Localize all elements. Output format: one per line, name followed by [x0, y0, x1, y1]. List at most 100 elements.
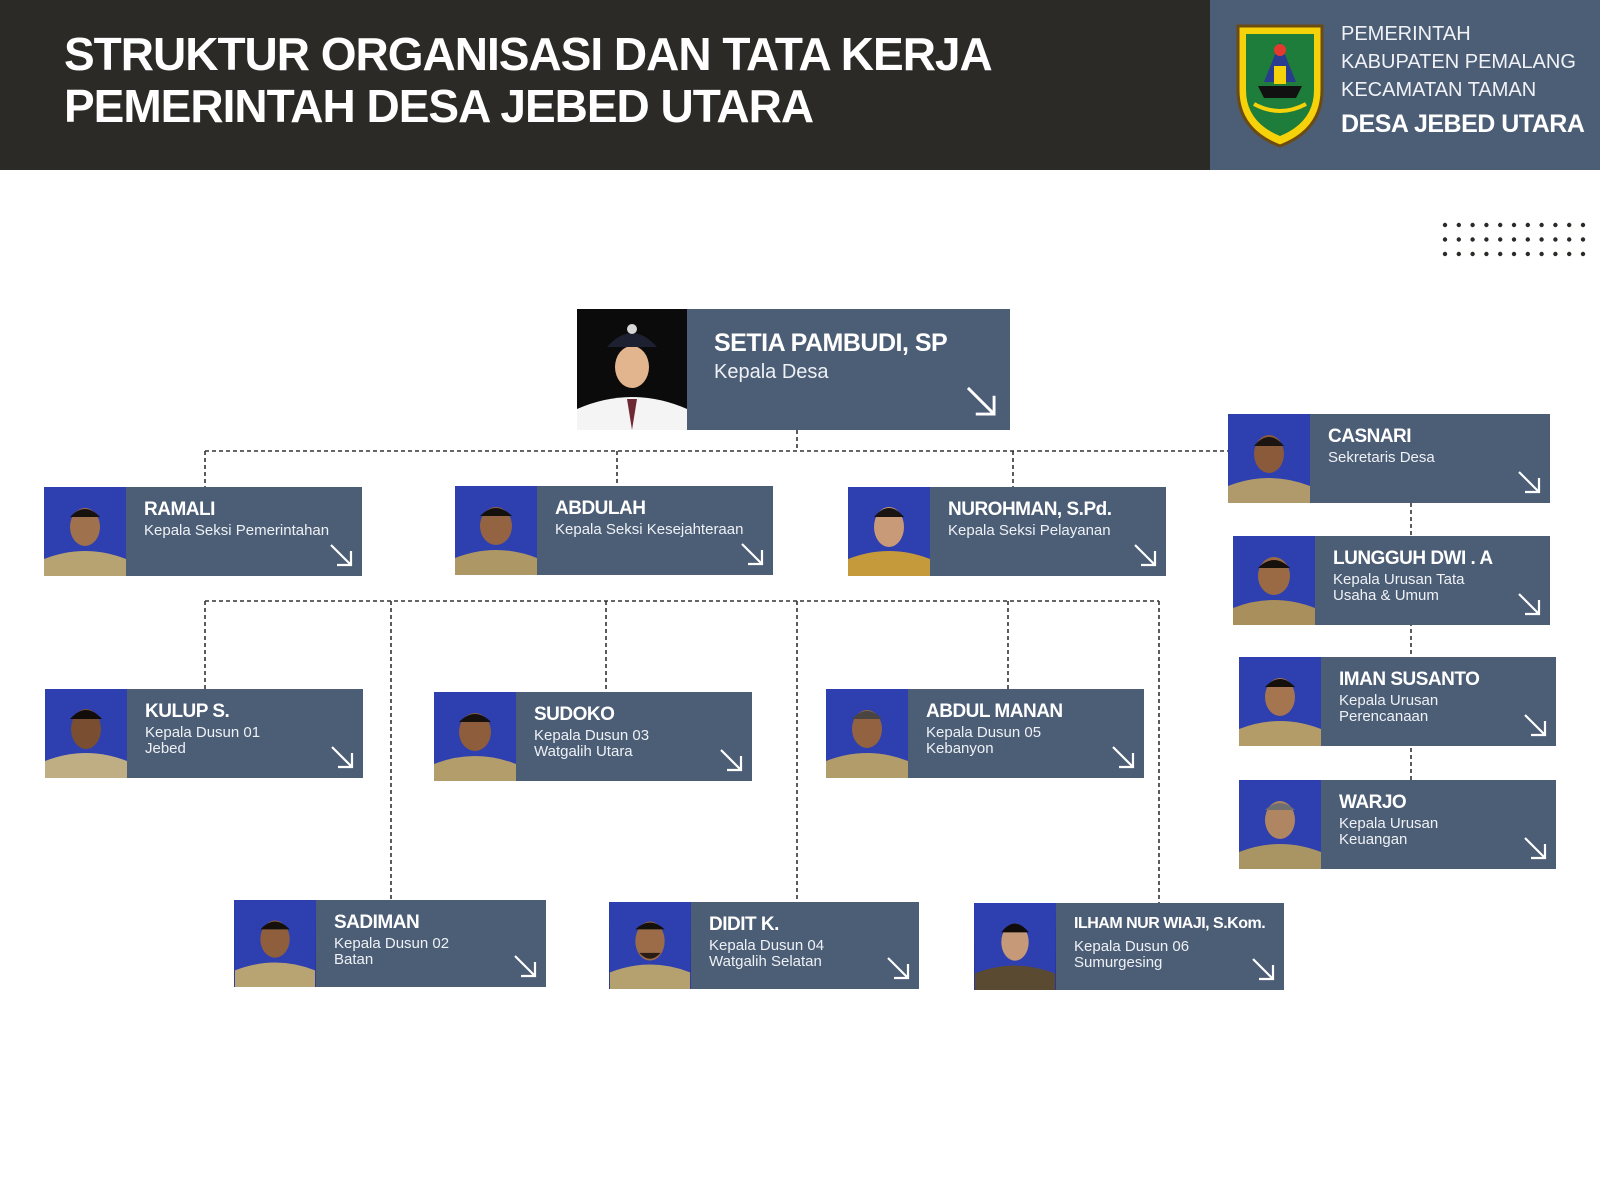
- decorative-dot: [1484, 237, 1489, 242]
- decorative-dot: [1553, 251, 1558, 257]
- org-card-head: SETIA PAMBUDI, SP Kepala Desa: [577, 309, 1010, 430]
- person-photo-icon: [848, 487, 930, 576]
- decorative-dot: [1553, 237, 1558, 242]
- decorative-dot-grid: [1442, 222, 1586, 257]
- person-photo-icon: [826, 689, 908, 778]
- member-role: Kepala Urusan Keuangan: [1339, 815, 1439, 848]
- arrow-down-right-icon: [514, 955, 537, 978]
- person-photo-icon: [455, 486, 537, 575]
- decorative-dot: [1525, 237, 1530, 242]
- decorative-dot: [1511, 251, 1517, 257]
- person-photo-icon: [44, 487, 126, 576]
- org-card-dusun-06: ILHAM NUR WIAJI, S.Kom. Kepala Dusun 06 …: [974, 903, 1284, 990]
- person-photo-icon: [1228, 414, 1310, 503]
- government-name: PEMERINTAH KABUPATEN PEMALANG KECAMATAN …: [1341, 23, 1576, 101]
- decorative-dot: [1567, 237, 1572, 242]
- org-card-dusun-02: SADIMAN Kepala Dusun 02 Batan: [234, 900, 546, 987]
- member-role: Sekretaris Desa: [1328, 449, 1435, 466]
- decorative-dot: [1539, 237, 1544, 242]
- org-card-dusun-03: SUDOKO Kepala Dusun 03 Watgalih Utara: [434, 692, 752, 781]
- member-name: IMAN SUSANTO: [1339, 669, 1480, 690]
- avatar: [455, 486, 537, 575]
- decorative-dot: [1539, 251, 1544, 257]
- decorative-dot: [1498, 222, 1503, 228]
- arrow-down-right-icon: [1134, 544, 1157, 567]
- decorative-dot: [1580, 222, 1586, 228]
- decorative-dot: [1442, 237, 1448, 242]
- decorative-dot: [1442, 222, 1448, 228]
- person-photo-icon: [974, 903, 1056, 990]
- member-role: Kepala Seksi Kesejahteraan: [555, 521, 744, 538]
- member-name: SUDOKO: [534, 704, 615, 725]
- decorative-dot: [1470, 222, 1475, 228]
- member-role: Kepala Urusan Perencanaan: [1339, 692, 1439, 725]
- member-name: WARJO: [1339, 792, 1407, 813]
- person-photo-icon: [45, 689, 127, 778]
- title-line-1: STRUKTUR ORGANISASI DAN TATA KERJA: [64, 28, 993, 80]
- arrow-down-right-icon: [720, 749, 743, 772]
- person-photo-icon: [234, 900, 316, 987]
- member-role: Kepala Urusan Tata Usaha & Umum: [1333, 571, 1465, 604]
- header-banner: STRUKTUR ORGANISASI DAN TATA KERJA PEMER…: [0, 0, 1210, 170]
- member-name: DIDIT K.: [709, 914, 779, 935]
- government-panel: PEMERINTAH KABUPATEN PEMALANG KECAMATAN …: [1210, 0, 1600, 170]
- org-card-sekretaris: CASNARI Sekretaris Desa: [1228, 414, 1550, 503]
- decorative-dot: [1456, 237, 1461, 242]
- member-role: Kepala Dusun 05 Kebanyon: [926, 724, 1042, 757]
- avatar: [1228, 414, 1310, 503]
- avatar: [974, 903, 1056, 990]
- org-card-dusun-04: DIDIT K. Kepala Dusun 04 Watgalih Selata…: [609, 902, 919, 989]
- avatar: [1239, 780, 1321, 869]
- decorative-dot: [1456, 251, 1461, 257]
- member-role: Kepala Seksi Pelayanan: [948, 522, 1111, 539]
- member-name: KULUP S.: [145, 701, 230, 722]
- arrow-down-right-icon: [966, 386, 996, 416]
- org-card-urusan-3: WARJO Kepala Urusan Keuangan: [1239, 780, 1556, 869]
- decorative-dot: [1484, 251, 1489, 257]
- arrow-down-right-icon: [1112, 746, 1135, 769]
- decorative-dot: [1470, 237, 1475, 242]
- person-photo-icon: [1239, 780, 1321, 869]
- decorative-dot: [1442, 251, 1448, 257]
- person-photo-icon: [1239, 657, 1321, 746]
- member-name: ABDULAH: [555, 498, 646, 519]
- member-name: NUROHMAN, S.Pd.: [948, 499, 1112, 520]
- avatar: [577, 309, 687, 430]
- arrow-down-right-icon: [1518, 471, 1541, 494]
- avatar: [45, 689, 127, 778]
- org-card-seksi-1: RAMALI Kepala Seksi Pemerintahan: [44, 487, 362, 576]
- decorative-dot: [1498, 237, 1503, 242]
- decorative-dot: [1580, 237, 1586, 242]
- decorative-dot: [1470, 251, 1475, 257]
- arrow-down-right-icon: [1524, 714, 1547, 737]
- decorative-dot: [1567, 251, 1572, 257]
- person-photo-icon: [434, 692, 516, 781]
- avatar: [1233, 536, 1315, 625]
- decorative-dot: [1553, 222, 1558, 228]
- decorative-dot: [1456, 222, 1461, 228]
- avatar: [826, 689, 908, 778]
- member-role: Kepala Dusun 01 Jebed: [145, 724, 261, 757]
- member-name: ILHAM NUR WIAJI, S.Kom.: [1074, 915, 1266, 932]
- village-name: DESA JEBED UTARA: [1341, 110, 1585, 138]
- arrow-down-right-icon: [887, 957, 910, 980]
- org-card-seksi-3: NUROHMAN, S.Pd. Kepala Seksi Pelayanan: [848, 487, 1166, 576]
- avatar: [1239, 657, 1321, 746]
- org-card-dusun-01: KULUP S. Kepala Dusun 01 Jebed: [45, 689, 363, 778]
- member-role: Kepala Dusun 04 Watgalih Selatan: [709, 937, 825, 970]
- arrow-down-right-icon: [330, 544, 353, 567]
- avatar: [44, 487, 126, 576]
- decorative-dot: [1498, 251, 1503, 257]
- decorative-dot: [1567, 222, 1572, 228]
- member-role: Kepala Desa: [714, 361, 829, 383]
- decorative-dot: [1484, 222, 1489, 228]
- arrow-down-right-icon: [331, 746, 354, 769]
- member-name: CASNARI: [1328, 426, 1412, 447]
- org-card-seksi-2: ABDULAH Kepala Seksi Kesejahteraan: [455, 486, 773, 575]
- decorative-dot: [1525, 251, 1530, 257]
- org-card-dusun-05: ABDUL MANAN Kepala Dusun 05 Kebanyon: [826, 689, 1144, 778]
- decorative-dot: [1525, 222, 1530, 228]
- avatar: [434, 692, 516, 781]
- avatar: [609, 902, 691, 989]
- title-line-2: PEMERINTAH DESA JEBED UTARA: [64, 80, 814, 132]
